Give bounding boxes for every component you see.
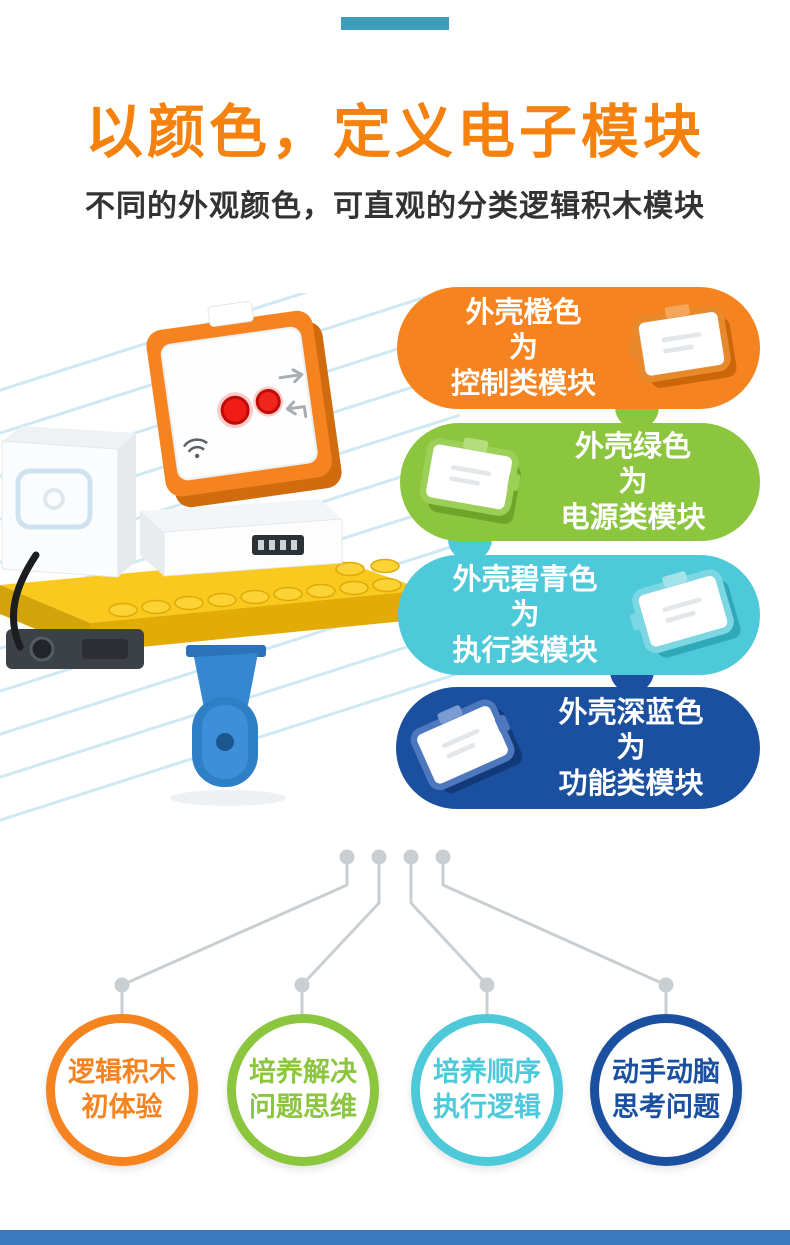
bubble-shell-text: 外壳绿色 xyxy=(574,428,691,463)
bubble-shell-text: 外壳橙色 xyxy=(465,294,582,329)
wifi-icon xyxy=(183,438,208,459)
blue-module-image xyxy=(410,699,523,794)
bubble-actuator-module: 外壳碧青色 为 执行类模块 xyxy=(398,555,760,675)
arrow-icons xyxy=(278,368,308,418)
benefit-line2: 执行逻辑 xyxy=(433,1092,541,1123)
bubble-control-module: 外壳橙色 为 控制类模块 xyxy=(397,287,760,409)
plate-studs xyxy=(108,558,402,618)
bubble-text: 外壳橙色 为 控制类模块 xyxy=(423,295,624,401)
benefit-line2: 思考问题 xyxy=(612,1092,720,1123)
page-title: 以颜色，定义电子模块 xyxy=(84,97,705,166)
benefit-line2: 问题思维 xyxy=(249,1092,357,1123)
benefit-line1: 逻辑积木 xyxy=(68,1056,176,1088)
benefit-line1: 培养顺序 xyxy=(433,1056,541,1088)
benefit-circle-hands-on-thinking: 动手动脑 思考问题 xyxy=(590,1014,742,1166)
footer-bar xyxy=(0,1230,790,1245)
benefit-circle-problem-solving: 培养解决 问题思维 xyxy=(227,1014,379,1166)
bubble-connector-text: 为 xyxy=(508,330,538,365)
product-photo xyxy=(0,293,460,822)
benefit-circle-logic-blocks: 逻辑积木 初体验 xyxy=(46,1014,198,1166)
caster-wheel xyxy=(170,645,286,806)
connector-dots xyxy=(114,849,674,993)
bubble-connector-text: 为 xyxy=(510,597,540,632)
page-subtitle: 不同的外观颜色，可直观的分类逻辑积木模块 xyxy=(85,188,705,224)
green-module-image xyxy=(419,437,521,524)
bubble-category-text: 控制类模块 xyxy=(450,365,596,400)
benefit-line1: 动手动脑 xyxy=(612,1056,720,1088)
motor-block xyxy=(6,629,144,669)
bubble-category-text: 执行类模块 xyxy=(452,632,598,667)
bubble-text: 外壳绿色 为 电源类模块 xyxy=(532,429,734,535)
white-bricks xyxy=(1,426,343,578)
red-led-lights xyxy=(217,386,284,429)
benefit-line2: 初体验 xyxy=(81,1092,163,1123)
orange-control-module xyxy=(146,300,342,508)
hero-section: 外壳橙色 为 控制类模块 xyxy=(0,285,790,825)
pin-connector xyxy=(252,535,304,555)
bubble-function-module: 外壳深蓝色 为 功能类模块 xyxy=(396,687,760,809)
bubble-connector-text: 为 xyxy=(618,464,648,499)
bubble-shell-text: 外壳碧青色 xyxy=(452,561,598,596)
benefit-circle-sequential-logic: 培养顺序 执行逻辑 xyxy=(411,1014,563,1166)
connector-lines xyxy=(114,849,674,1016)
benefit-line1: 培养解决 xyxy=(249,1056,357,1088)
black-cable xyxy=(10,551,40,651)
bubble-power-module: 外壳绿色 为 电源类模块 xyxy=(400,423,760,541)
bubble-text: 外壳深蓝色 为 功能类模块 xyxy=(528,695,734,801)
bubble-connector-text: 为 xyxy=(616,730,646,765)
bubble-category-text: 功能类模块 xyxy=(558,765,704,800)
bubble-shell-text: 外壳深蓝色 xyxy=(558,694,704,729)
cyan-module-image xyxy=(630,569,741,658)
orange-module-image xyxy=(628,304,737,388)
bubble-text: 外壳碧青色 为 执行类模块 xyxy=(424,562,626,668)
bubble-category-text: 电源类模块 xyxy=(560,499,706,534)
top-divider xyxy=(341,17,449,30)
